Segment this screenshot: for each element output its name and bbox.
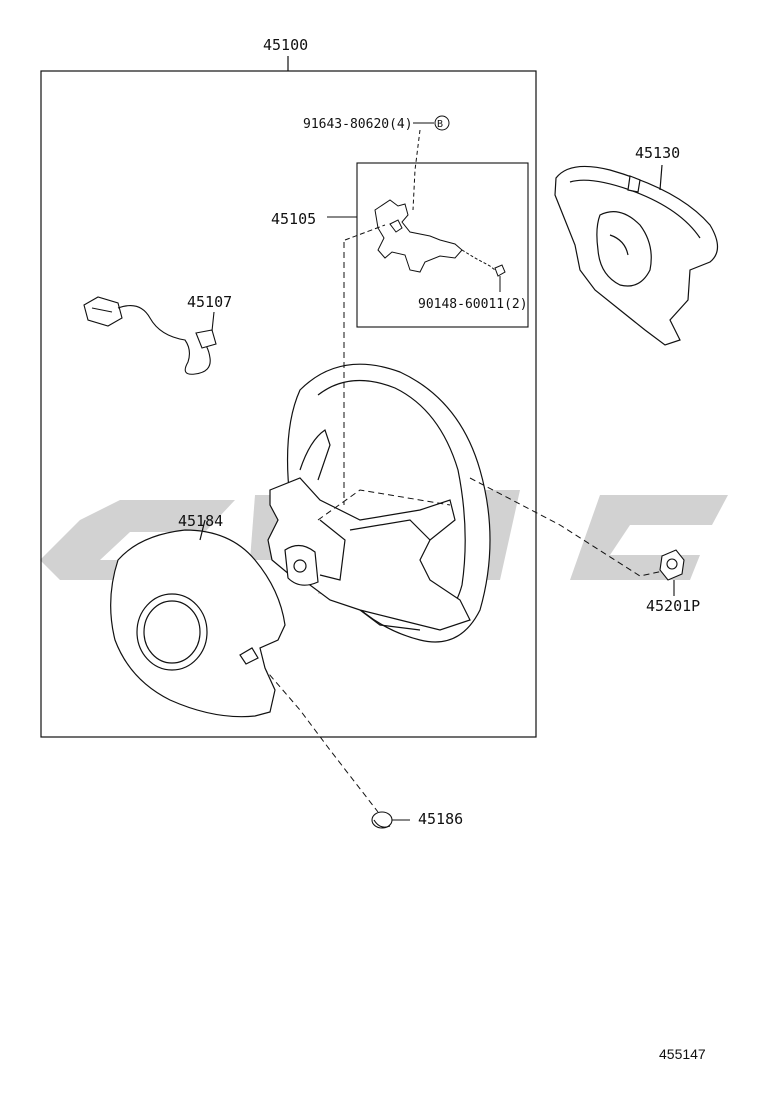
wheel-cover <box>110 519 286 718</box>
label-bolt: 91643-80620(4) <box>303 117 413 132</box>
assembly-box <box>40 56 537 738</box>
steering-wheel <box>267 363 491 643</box>
label-bolt-marker: B <box>437 119 444 130</box>
label-cover: 45184 <box>178 512 224 530</box>
figure-number: 455147 <box>659 1046 706 1062</box>
label-assembly: 45100 <box>263 36 309 54</box>
nut-part <box>659 549 685 596</box>
horn-pad <box>554 164 719 346</box>
label-bracket: 45105 <box>271 210 317 228</box>
bracket-part <box>344 199 506 277</box>
label-nut: 45201P <box>646 597 701 615</box>
bolt-leader <box>412 115 450 211</box>
label-screw: 90148-60011(2) <box>418 297 528 312</box>
clip-part <box>371 811 410 829</box>
bracket-box <box>327 162 529 328</box>
label-wire: 45107 <box>187 293 233 311</box>
alignment-lines <box>249 242 669 813</box>
label-clip: 45186 <box>418 810 464 828</box>
label-pad: 45130 <box>635 144 681 162</box>
wire-harness <box>83 296 217 375</box>
